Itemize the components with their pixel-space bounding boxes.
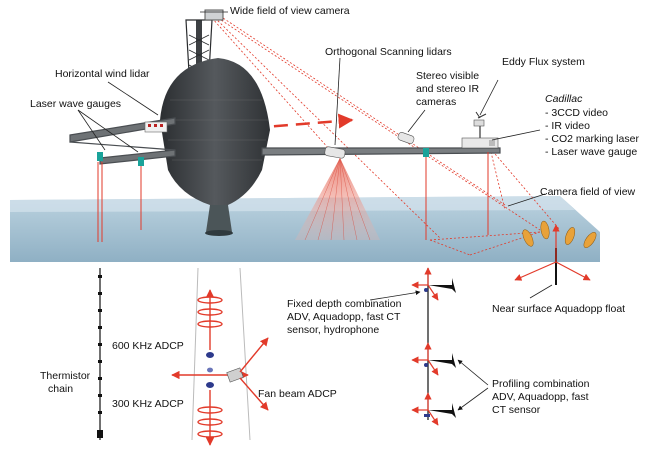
- label-profiling-3: CT sensor: [492, 404, 541, 416]
- profiling-mooring: [411, 267, 456, 426]
- label-laser-gauges: Laser wave gauges: [30, 98, 122, 110]
- label-cadillac-item-1: - 3CCD video: [545, 107, 609, 119]
- horizontal-lidar-beam: [251, 113, 354, 130]
- label-stereo-1: Stereo visible: [416, 70, 480, 82]
- lab-building: [144, 121, 168, 133]
- marker-right: [423, 148, 429, 157]
- label-horizontal-lidar: Horizontal wind lidar: [55, 68, 150, 80]
- label-cadillac-item-2: - IR video: [545, 120, 590, 132]
- label-camera-fov: Camera field of view: [540, 186, 636, 198]
- mooring-unit-mid: [411, 342, 456, 376]
- platform-hull: [160, 58, 270, 205]
- adcp-bodies: [206, 352, 214, 388]
- marker-left-1: [97, 152, 103, 161]
- ocean-highlight: [10, 196, 575, 212]
- label-leaders: [77, 11, 546, 207]
- label-thermistor-2: chain: [48, 383, 74, 395]
- label-fan-beam: Fan beam ADCP: [258, 388, 337, 400]
- thermistor-chain: [97, 268, 103, 440]
- cadillac-instrument: [461, 137, 499, 149]
- label-wide-camera: Wide field of view camera: [230, 5, 350, 17]
- submerged-column-outline: [191, 267, 251, 441]
- label-near-surface-float: Near surface Aquadopp float: [492, 303, 626, 315]
- mooring-unit-low: [411, 392, 456, 426]
- label-adcp-300: 300 KHz ADCP: [112, 398, 184, 410]
- platform-hull-submerged: [206, 205, 232, 232]
- label-cadillac-title: Cadillac: [545, 93, 583, 105]
- wide-camera-fov-lines: [211, 15, 561, 256]
- label-fixed-2: ADV, Aquadopp, fast CT: [287, 311, 401, 323]
- label-profiling-2: ADV, Aquadopp, fast: [492, 391, 589, 403]
- label-cadillac-item-4: - Laser wave gauge: [545, 146, 638, 158]
- label-ortho-lidars: Orthogonal Scanning lidars: [325, 46, 452, 58]
- near-surface-float: [514, 220, 597, 299]
- marker-left-2: [138, 157, 144, 166]
- label-cadillac-item-3: - CO2 marking laser: [545, 133, 639, 145]
- fan-beam-adcp: [226, 337, 269, 411]
- label-stereo-2: and stereo IR: [416, 83, 480, 95]
- label-profiling-1: Profiling combination: [492, 378, 590, 390]
- label-fixed-1: Fixed depth combination: [287, 298, 402, 310]
- ortho-lidar-housings: [324, 132, 415, 159]
- boom-right: [261, 147, 501, 156]
- lidar-scan-cone: [295, 158, 380, 240]
- laser-gauge-beams: [97, 152, 489, 242]
- label-fixed-3: sensor, hydrophone: [287, 324, 380, 336]
- adcp-600: [197, 289, 223, 350]
- label-eddy-flux: Eddy Flux system: [502, 56, 585, 68]
- label-stereo-3: cameras: [416, 96, 457, 108]
- label-adcp-600: 600 KHz ADCP: [112, 340, 184, 352]
- label-thermistor-1: Thermistor: [40, 370, 91, 382]
- underwater-leaders: [369, 290, 489, 411]
- mooring-unit-top: [411, 267, 456, 301]
